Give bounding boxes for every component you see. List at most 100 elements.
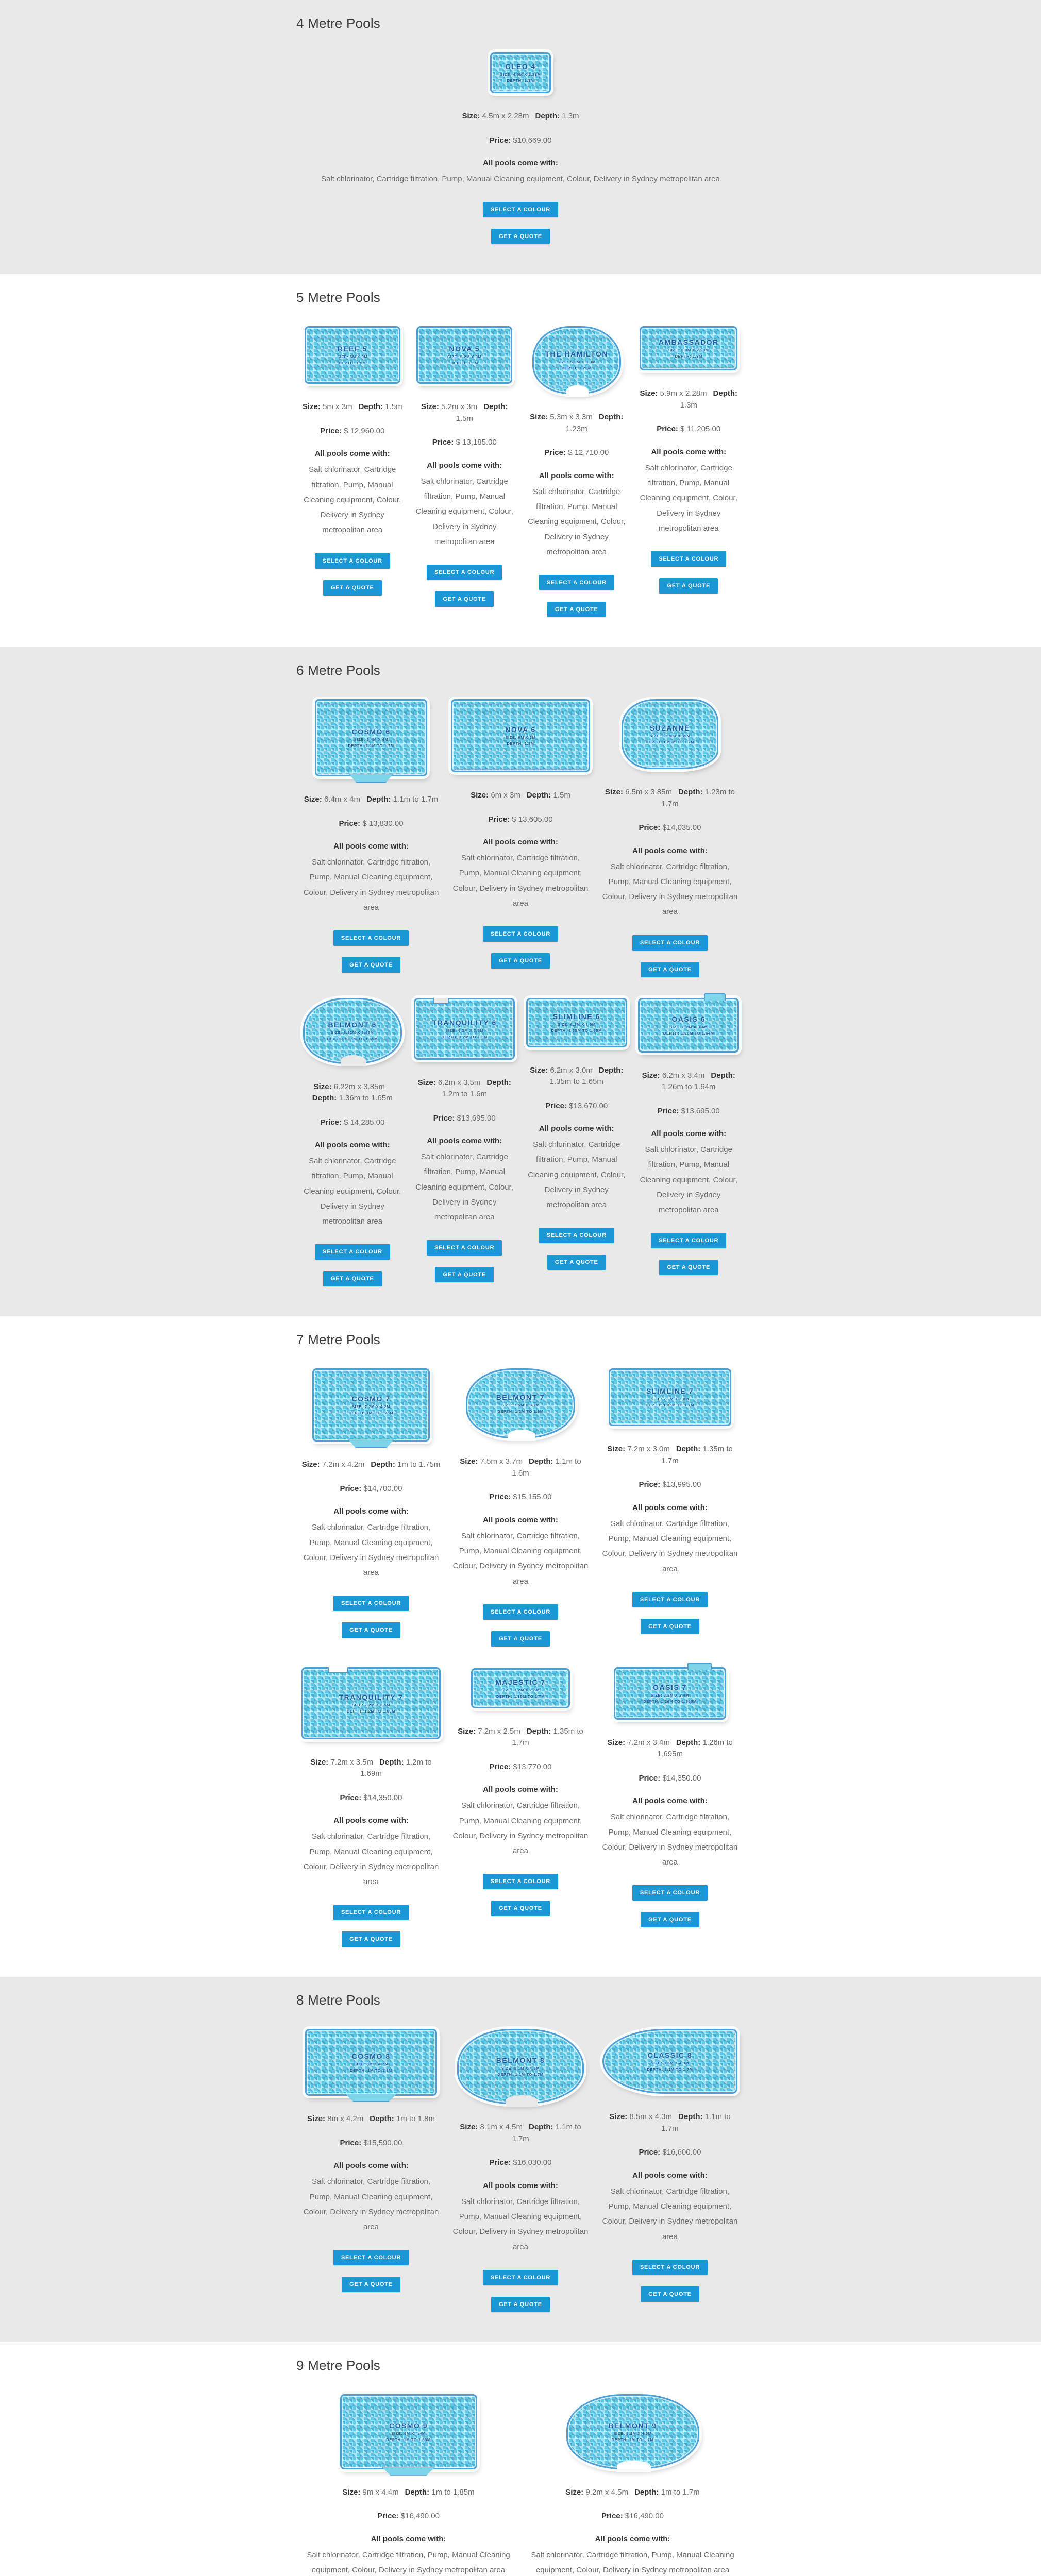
price-label: Price: xyxy=(657,1106,679,1115)
select-a-colour-button[interactable]: SELECT A COLOUR xyxy=(427,565,502,580)
get-a-quote-button[interactable]: GET A QUOTE xyxy=(435,1267,494,1283)
get-a-quote-button[interactable]: GET A QUOTE xyxy=(342,1622,400,1638)
size-label: Size: xyxy=(301,1460,320,1469)
price-value: $ 12,710.00 xyxy=(568,448,609,457)
pool-image-depth: Depth: 1.35m to 1.65m xyxy=(551,1028,602,1033)
section-9-metre-pools: 9 Metre Pools COSMO 9 Size: 9m x 4.4m De… xyxy=(0,2342,1041,2576)
get-a-quote-button[interactable]: GET A QUOTE xyxy=(491,229,550,245)
select-a-colour-button[interactable]: SELECT A COLOUR xyxy=(482,1604,559,1620)
select-a-colour-button[interactable]: SELECT A COLOUR xyxy=(314,553,390,569)
price-value: $16,600.00 xyxy=(662,2148,701,2157)
size-value: 5.9m x 2.28m xyxy=(660,389,707,398)
pool-image-title: CLASSIC 8 xyxy=(647,2051,693,2060)
pool-image-title: TRANQUILITY 7 xyxy=(339,1692,404,1701)
pool-image-size: Size: 8.1m x 4.5m xyxy=(501,2066,540,2071)
get-a-quote-button[interactable]: GET A QUOTE xyxy=(491,953,550,969)
pool-image-text: BELMONT 8 Size: 8.1m x 4.5m Depth: 1.1m … xyxy=(494,2054,547,2079)
get-a-quote-button[interactable]: GET A QUOTE xyxy=(342,1931,400,1947)
pool-image-text: AMBASSADOR Size: 5.9m x 2.28m Depth: 1.3… xyxy=(657,336,721,361)
pool-image-size: Size: 7.2m x 2.5m xyxy=(501,1687,540,1692)
select-a-colour-button[interactable]: SELECT A COLOUR xyxy=(632,2259,708,2275)
select-a-colour-button[interactable]: SELECT A COLOUR xyxy=(482,2269,559,2285)
select-a-colour-button[interactable]: SELECT A COLOUR xyxy=(632,1591,708,1607)
get-a-quote-button[interactable]: GET A QUOTE xyxy=(641,961,699,977)
pool-image-depth: Depth: 1.23m xyxy=(561,366,592,371)
select-a-colour-button[interactable]: SELECT A COLOUR xyxy=(333,2250,409,2266)
size-label: Size: xyxy=(609,2112,628,2122)
price-value: $10,669.00 xyxy=(513,135,552,145)
price-label: Price: xyxy=(639,1773,661,1783)
select-a-colour-button[interactable]: SELECT A COLOUR xyxy=(632,935,708,951)
pool-mosaic-illustration: BELMONT 6 Size: 6.22m x 3.85m Depth: 1.3… xyxy=(303,997,402,1066)
select-a-colour-button[interactable]: SELECT A COLOUR xyxy=(539,1228,614,1244)
size-label: Size: xyxy=(460,2123,478,2132)
price-value: $16,490.00 xyxy=(625,2512,664,2521)
card-buttons: SELECT A COLOUR GET A QUOTE xyxy=(600,1885,740,1928)
select-a-colour-button[interactable]: SELECT A COLOUR xyxy=(651,1233,727,1249)
size-value: 6.5m x 3.85m xyxy=(625,788,672,796)
get-a-quote-button[interactable]: GET A QUOTE xyxy=(342,957,400,973)
select-a-colour-button[interactable]: SELECT A COLOUR xyxy=(333,1596,409,1612)
pool-image: OASIS 6 Size: 6.2m x 3.4m Depth: 1.26m t… xyxy=(638,993,740,1053)
pool-image-size: Size: 6m x 3m xyxy=(505,735,536,740)
pool-image: OASIS 7 Size: 7.2m x 3.4m Depth: 1.26m t… xyxy=(600,1662,740,1720)
select-a-colour-button[interactable]: SELECT A COLOUR xyxy=(539,575,614,590)
price-label: Price: xyxy=(488,815,510,824)
select-a-colour-button[interactable]: SELECT A COLOUR xyxy=(333,930,409,946)
get-a-quote-button[interactable]: GET A QUOTE xyxy=(435,591,494,607)
size-label: Size: xyxy=(421,402,439,412)
depth-label: Depth: xyxy=(358,402,383,412)
price-label: Price: xyxy=(339,819,361,828)
size-value: 6.2m x 3.5m xyxy=(438,1078,481,1087)
pool-image: NOVA 5 Size: 5.2m x 3m Depth: 1.5m xyxy=(414,326,516,384)
pool-row: COSMO 6 Size: 6.4m x 4m Depth: 1.1m to 1… xyxy=(296,699,745,977)
get-a-quote-button[interactable]: GET A QUOTE xyxy=(659,1260,718,1276)
get-a-quote-button[interactable]: GET A QUOTE xyxy=(659,578,718,594)
depth-label: Depth: xyxy=(598,413,624,422)
pool-image-depth: Depth: 1.35m to 1.7m xyxy=(496,1693,545,1699)
includes-text: Salt chlorinator, Cartridge filtration, … xyxy=(321,175,720,183)
depth-label: Depth: xyxy=(678,788,703,796)
get-a-quote-button[interactable]: GET A QUOTE xyxy=(491,1901,550,1917)
section-5-metre-pools: 5 Metre Pools REEF 5 Size: 5m x 3m Depth… xyxy=(0,274,1041,647)
select-a-colour-button[interactable]: SELECT A COLOUR xyxy=(482,1874,559,1890)
pool-image: CLEO 4 Size: 4.5m x 2.28m Depth: 1.3m xyxy=(301,52,740,93)
depth-label: Depth: xyxy=(529,2123,553,2132)
get-a-quote-button[interactable]: GET A QUOTE xyxy=(342,2277,400,2293)
depth-value: 1.1m to 1.7m xyxy=(512,2123,581,2143)
pool-image-title: SUZANNE xyxy=(649,724,691,732)
get-a-quote-button[interactable]: GET A QUOTE xyxy=(491,1631,550,1647)
select-a-colour-button[interactable]: SELECT A COLOUR xyxy=(482,926,559,942)
get-a-quote-button[interactable]: GET A QUOTE xyxy=(641,2286,699,2302)
size-label: Size: xyxy=(342,2487,361,2497)
pool-mosaic-illustration: SLIMLINE 6 Size: 6.2m x 3.0m Depth: 1.35… xyxy=(526,997,627,1047)
size-value: 6.2m x 3.0m xyxy=(550,1065,593,1075)
card-buttons: SELECT A COLOUR GET A QUOTE xyxy=(451,1604,590,1647)
select-a-colour-button[interactable]: SELECT A COLOUR xyxy=(632,1885,708,1901)
section-7-metre-pools: 7 Metre Pools COSMO 7 Size: 7.2m x 4.2m … xyxy=(0,1316,1041,1977)
price-label: Price: xyxy=(489,1762,511,1771)
select-a-colour-button[interactable]: SELECT A COLOUR xyxy=(651,551,727,567)
includes-text: Salt chlorinator, Cartridge filtration, … xyxy=(303,858,439,912)
pool-mosaic-illustration: OASIS 6 Size: 6.2m x 3.4m Depth: 1.26m t… xyxy=(638,993,740,1053)
get-a-quote-button[interactable]: GET A QUOTE xyxy=(491,2296,550,2312)
get-a-quote-button[interactable]: GET A QUOTE xyxy=(547,602,606,617)
get-a-quote-button[interactable]: GET A QUOTE xyxy=(323,1271,382,1287)
select-a-colour-button[interactable]: SELECT A COLOUR xyxy=(333,1905,409,1921)
pool-mosaic-illustration: TRANQUILITY 6 Size: 6.2m x 3.5m Depth: 1… xyxy=(414,997,515,1060)
pool-price: Price: $ 14,285.00 xyxy=(301,1117,404,1129)
depth-label: Depth: xyxy=(405,2487,430,2497)
select-a-colour-button[interactable]: SELECT A COLOUR xyxy=(314,1244,390,1260)
get-a-quote-button[interactable]: GET A QUOTE xyxy=(641,1618,699,1634)
get-a-quote-button[interactable]: GET A QUOTE xyxy=(547,1255,606,1270)
select-a-colour-button[interactable]: SELECT A COLOUR xyxy=(482,202,559,218)
pool-image: NOVA 6 Size: 6m x 3m Depth: 1.5m xyxy=(451,699,590,772)
pool-card: SLIMLINE 6 Size: 6.2m x 3.0m Depth: 1.35… xyxy=(520,997,633,1270)
get-a-quote-button[interactable]: GET A QUOTE xyxy=(641,1912,699,1928)
depth-value: 1.3m xyxy=(562,112,579,121)
pool-card: OASIS 6 Size: 6.2m x 3.4m Depth: 1.26m t… xyxy=(633,993,745,1276)
get-a-quote-button[interactable]: GET A QUOTE xyxy=(323,580,382,596)
select-a-colour-button[interactable]: SELECT A COLOUR xyxy=(427,1240,502,1256)
pool-row: BELMONT 6 Size: 6.22m x 3.85m Depth: 1.3… xyxy=(296,993,745,1287)
